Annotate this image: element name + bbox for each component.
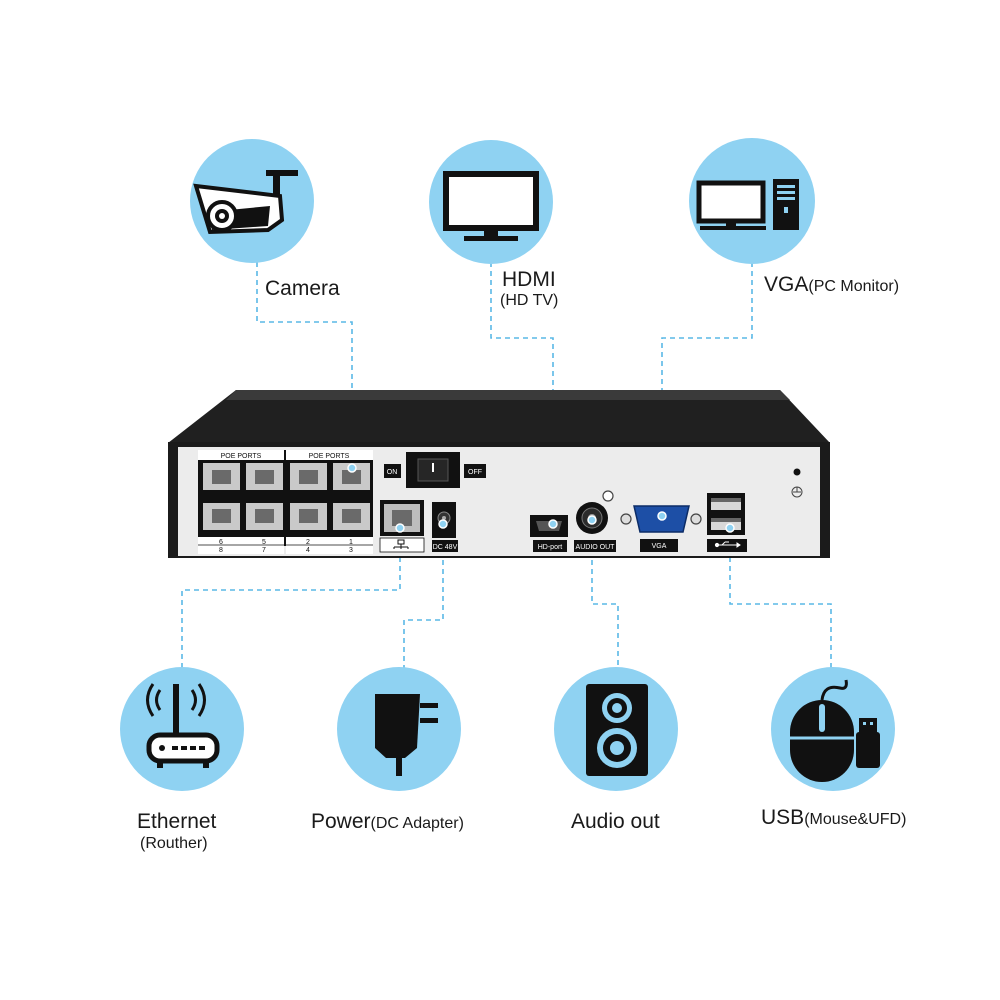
port-number: 4	[306, 547, 310, 554]
camera-label: Camera	[265, 277, 340, 300]
usb-sublabel: (Mouse&UFD)	[804, 811, 907, 828]
port-number: 8	[219, 547, 223, 554]
vga-label-group: VGA(PC Monitor)	[764, 273, 899, 297]
power-label-group: Power(DC Adapter)	[311, 810, 464, 834]
port-number: 7	[262, 547, 266, 554]
ethernet-sublabel: (Routher)	[140, 835, 208, 852]
usb-connection-dot	[725, 523, 735, 533]
usb-ports[interactable]	[707, 493, 747, 552]
port-number: 3	[349, 547, 353, 554]
power-connector-line	[403, 524, 444, 668]
tv-icon	[443, 171, 539, 241]
camera-node	[190, 139, 314, 263]
usb-label: USB	[761, 806, 805, 829]
ethernet-connection-dot	[395, 523, 405, 533]
power-connection-dot	[438, 519, 448, 529]
dc-voltage-label: DC 48V	[433, 544, 458, 551]
camera-connection-dot	[347, 463, 357, 473]
port-number: 6	[219, 539, 223, 546]
lan-port[interactable]	[379, 500, 425, 553]
usb-label-group: USB(Mouse&UFD)	[761, 806, 906, 830]
hd-port-label: HD-port	[538, 544, 563, 551]
nvr-device: POE PORTS POE PORTS 6 5	[168, 390, 830, 558]
poe-port-block: POE PORTS POE PORTS 6 5	[198, 450, 373, 554]
usb-connector-line	[729, 530, 832, 668]
poe-group-right-label: POE PORTS	[309, 453, 350, 460]
camera-icon	[193, 170, 298, 235]
vga-label: VGA	[764, 273, 809, 296]
pc-tower-icon	[773, 179, 799, 230]
connection-dots	[347, 463, 735, 533]
hdmi-node	[429, 140, 553, 264]
power-label: Power	[311, 810, 371, 833]
switch-on-label: ON	[387, 469, 398, 476]
audio-out-port[interactable]: AUDIO OUT	[574, 490, 616, 552]
vga-connection-dot	[657, 511, 667, 521]
power-node	[337, 667, 461, 791]
hdmi-connector-line	[490, 262, 554, 524]
port-number: 5	[262, 539, 266, 546]
speaker-icon	[586, 684, 648, 776]
vga-sublabel: (PC Monitor)	[808, 278, 900, 295]
hdmi-connection-dot	[548, 519, 558, 529]
power-adapter-icon	[375, 694, 438, 776]
switch-off-label: OFF	[468, 469, 482, 476]
pc-monitor-icon	[696, 180, 766, 230]
hdmi-port[interactable]: HD-port	[530, 515, 568, 552]
ethernet-label: Ethernet	[137, 810, 217, 833]
usb-symbol-icon	[714, 541, 741, 548]
power-sublabel: (DC Adapter)	[370, 815, 464, 832]
router-icon	[146, 683, 220, 768]
port-number: 2	[306, 539, 310, 546]
audio-node	[554, 667, 678, 791]
ethernet-node	[120, 667, 244, 791]
audio-connector-line	[591, 524, 619, 668]
ground-icon	[791, 486, 803, 498]
audio-connection-dot	[587, 515, 597, 525]
audio-out-label: AUDIO OUT	[576, 544, 616, 551]
network-icon	[393, 539, 409, 549]
vga-node	[689, 138, 815, 264]
port-number: 1	[349, 539, 353, 546]
audio-label: Audio out	[571, 810, 660, 833]
usb-flash-drive-icon	[856, 718, 880, 768]
power-switch[interactable]: ON OFF	[384, 452, 486, 488]
mouse-icon	[790, 679, 854, 782]
reset-hole[interactable]	[793, 468, 801, 476]
hdmi-label: HDMI	[502, 268, 556, 291]
hdmi-sublabel: (HD TV)	[500, 292, 559, 309]
ethernet-connector-line	[181, 530, 401, 668]
poe-group-left-label: POE PORTS	[221, 453, 262, 460]
vga-label: VGA	[652, 543, 667, 550]
usb-node	[771, 667, 895, 791]
